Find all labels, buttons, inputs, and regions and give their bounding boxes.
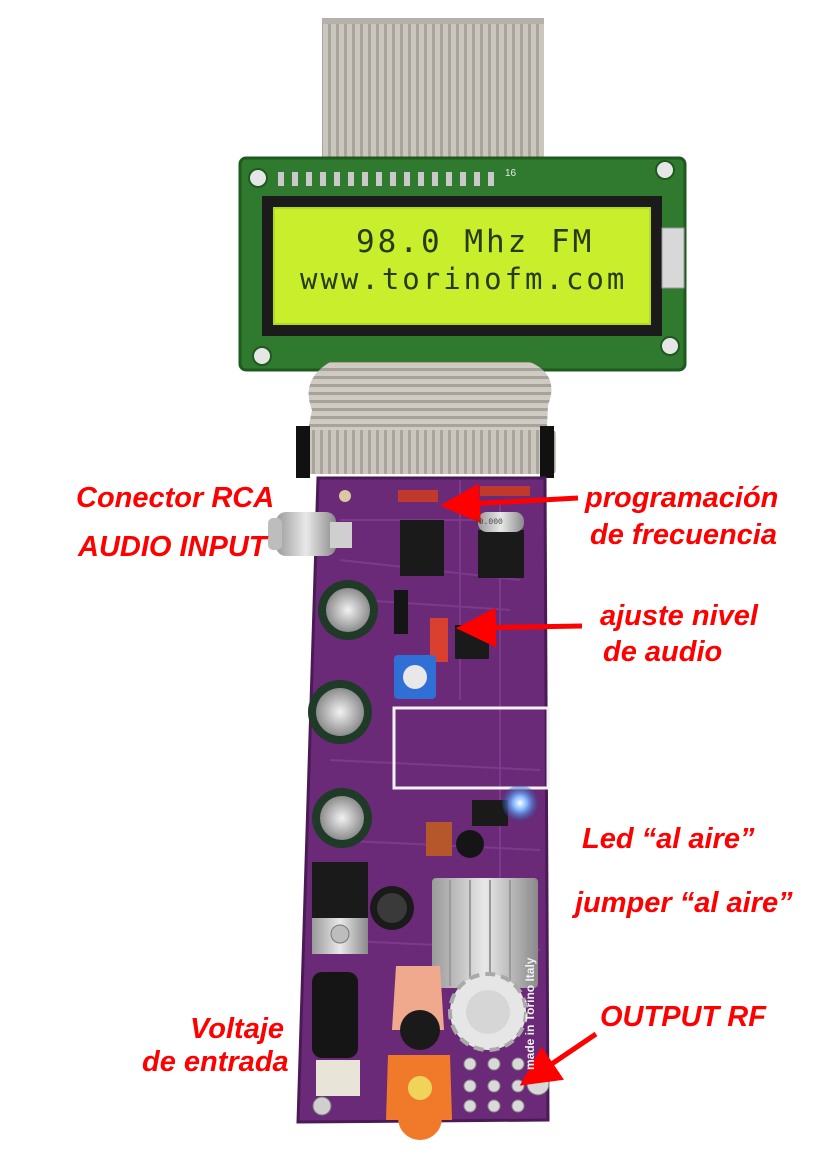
pcb-silkscreen: made in Torino Italy (523, 957, 537, 1070)
crystal-marking: 20.000 (474, 518, 503, 527)
label-jumper: jumper “al aire” (575, 887, 793, 919)
label-voltage-line2: de entrada (142, 1046, 289, 1078)
label-audio-line2: de audio (603, 636, 723, 668)
label-rca-line1: Conector RCA (76, 482, 275, 514)
label-prog-line1: programación (585, 482, 779, 514)
lcd-module (238, 156, 687, 372)
lcd-line-1: 98.0 Mhz FM (356, 224, 595, 260)
annotation-arrows (440, 483, 598, 1086)
arrow-output (519, 1031, 598, 1086)
label-output-rf: OUTPUT RF (600, 1001, 766, 1033)
lcd-line-2: www.torinofm.com (300, 262, 628, 296)
label-led: Led “al aire” (582, 823, 755, 855)
rca-connector (268, 512, 352, 556)
arrow-programacion (440, 483, 579, 524)
arrow-audio (456, 607, 583, 648)
ribbon-cable-top (322, 18, 544, 178)
label-prog-line2: de frecuencia (590, 519, 777, 551)
pcb-board (296, 476, 550, 1140)
lcd-pin-label: 16 (505, 168, 517, 179)
label-audio-line1: ajuste nivel (600, 600, 758, 632)
ribbon-cable-bottom (296, 362, 556, 478)
label-voltage-line1: Voltaje (190, 1013, 285, 1045)
label-rca-line2: AUDIO INPUT (78, 531, 267, 563)
